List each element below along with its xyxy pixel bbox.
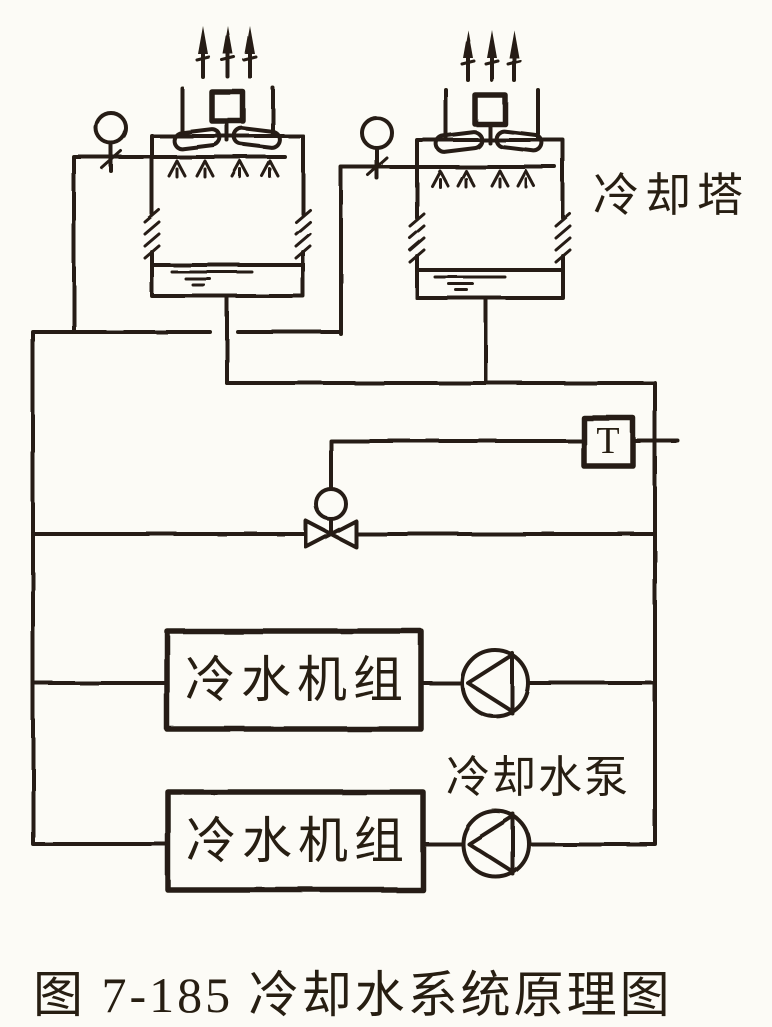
chiller-2-label: 冷水机组 (186, 813, 410, 869)
basin-water-level-icon (150, 263, 305, 287)
spray-nozzles-icon (430, 169, 536, 189)
cooling-tower-2 (408, 30, 572, 300)
exhaust-arrows-icon (460, 30, 522, 82)
valve-body-icon (304, 519, 358, 549)
pipe-left-main-and-return-header (31, 330, 212, 846)
tower-body (150, 134, 305, 298)
pump-2-icon (461, 809, 531, 879)
valve-actuator-icon (314, 487, 348, 521)
diagram-line-art (31, 26, 680, 893)
cooling-tower-label: 冷却塔 (593, 170, 749, 221)
pipe-tower2-inlet-riser (339, 165, 557, 336)
tower2-inlet-valve-icon (360, 116, 394, 180)
control-valve (304, 439, 680, 549)
pump-1-icon (460, 648, 530, 718)
chiller-2-box (165, 789, 426, 893)
exhaust-arrows-icon (195, 26, 258, 79)
cooling-tower-1 (143, 26, 312, 298)
tower1-inlet-valve-icon (94, 111, 128, 173)
chiller-1-label: 冷水机组 (185, 652, 409, 708)
pump-label: 冷却水泵 (446, 753, 630, 802)
fill-hatching-icon (408, 212, 572, 264)
fan-duct-walls (444, 88, 540, 142)
temperature-sensor-label: T (596, 420, 619, 462)
figure-caption: 图 7-185 冷却水系统原理图 (33, 967, 673, 1023)
chiller-1-box (164, 628, 424, 732)
piping (31, 155, 657, 846)
basin-water-level-icon (415, 268, 565, 292)
spray-nozzles-icon (167, 159, 280, 179)
pipe-tower1-inlet-riser (72, 155, 287, 334)
fan-duct-walls (180, 86, 275, 138)
fan-motor-box (209, 89, 246, 124)
control-signal-line (329, 439, 680, 491)
fill-hatching-icon (143, 208, 312, 260)
fan-motor-box (472, 92, 508, 127)
tower-body (415, 138, 565, 300)
pipe-cold-water-header-and-right-main (225, 381, 657, 846)
temperature-sensor-box (581, 415, 636, 469)
